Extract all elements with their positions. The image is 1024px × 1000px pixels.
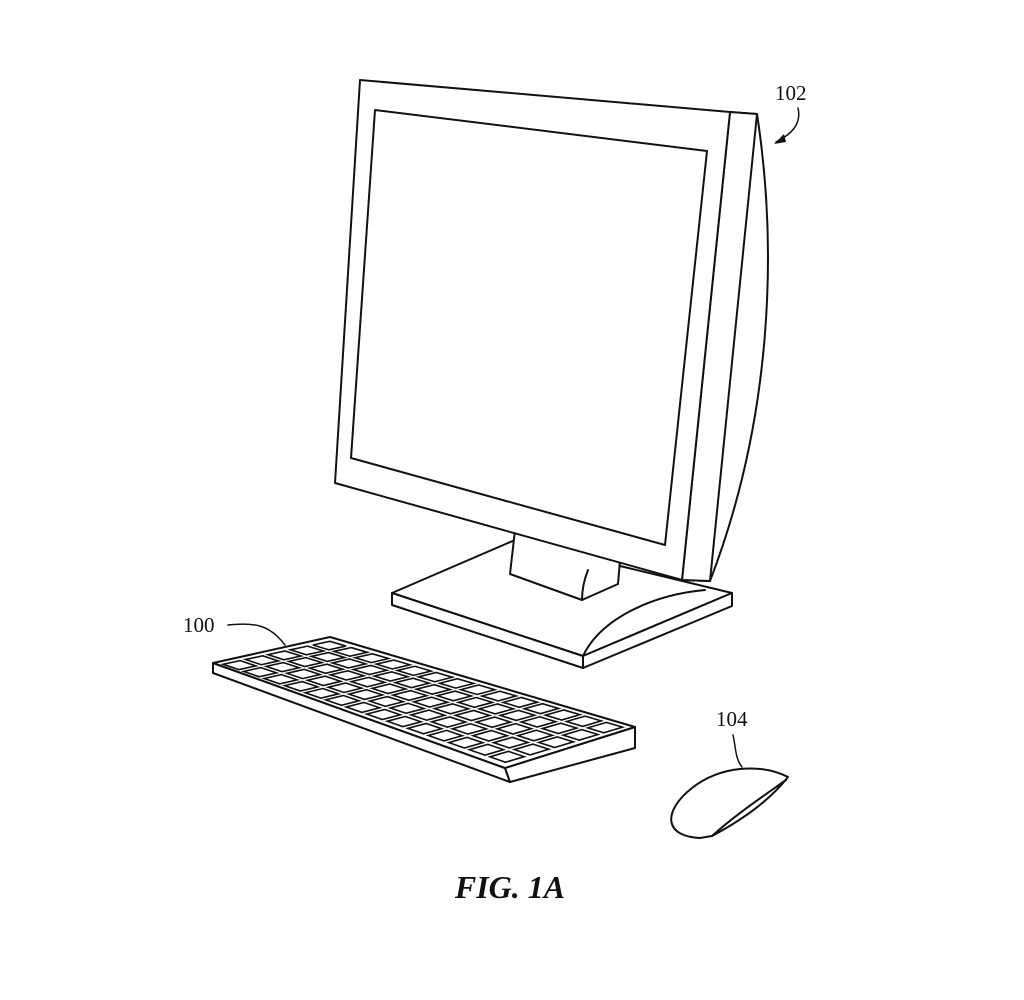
key bbox=[304, 675, 344, 687]
key bbox=[479, 690, 520, 702]
key bbox=[518, 715, 559, 728]
monitor-base bbox=[391, 539, 733, 669]
key bbox=[373, 659, 413, 670]
key bbox=[457, 684, 498, 696]
base-front-right bbox=[582, 592, 733, 669]
mouse bbox=[670, 767, 789, 839]
key bbox=[487, 750, 527, 764]
key bbox=[306, 663, 346, 675]
key bbox=[452, 709, 493, 722]
key bbox=[350, 664, 390, 676]
figure-caption: FIG. 1A bbox=[454, 869, 565, 905]
leader-keyboard bbox=[227, 623, 286, 646]
key bbox=[434, 690, 475, 702]
key bbox=[500, 696, 541, 709]
monitor bbox=[334, 79, 769, 582]
label-monitor: 102 bbox=[775, 81, 807, 105]
key bbox=[476, 703, 517, 715]
key bbox=[536, 736, 577, 749]
key bbox=[413, 683, 454, 696]
label-keyboard: 100 bbox=[183, 613, 215, 637]
key bbox=[415, 671, 456, 683]
key bbox=[343, 701, 383, 714]
key bbox=[387, 702, 427, 715]
label-mouse: 104 bbox=[716, 707, 748, 731]
key bbox=[285, 656, 325, 668]
key bbox=[348, 676, 388, 688]
base-curve bbox=[582, 589, 706, 657]
key bbox=[491, 736, 531, 749]
key bbox=[281, 680, 321, 692]
key bbox=[521, 702, 562, 715]
key bbox=[242, 654, 282, 666]
key bbox=[327, 669, 367, 681]
key bbox=[308, 651, 348, 663]
key bbox=[563, 715, 605, 728]
key bbox=[425, 729, 465, 742]
key bbox=[322, 694, 362, 707]
key bbox=[287, 645, 327, 656]
key bbox=[455, 696, 496, 709]
mouse-edge bbox=[711, 779, 787, 837]
key bbox=[369, 683, 409, 695]
key bbox=[497, 709, 538, 722]
key bbox=[325, 682, 365, 694]
mouse-body bbox=[670, 767, 789, 839]
key bbox=[366, 695, 407, 708]
key bbox=[494, 722, 535, 735]
key bbox=[446, 736, 486, 749]
key bbox=[405, 722, 445, 735]
key bbox=[261, 673, 301, 685]
arrow-monitor bbox=[775, 107, 800, 143]
key bbox=[264, 650, 305, 661]
key bbox=[511, 743, 552, 756]
monitor-screen bbox=[350, 109, 708, 546]
key bbox=[473, 716, 514, 729]
key bbox=[329, 658, 369, 669]
key bbox=[220, 659, 259, 671]
key bbox=[302, 687, 342, 700]
arrowhead-icon bbox=[774, 134, 786, 144]
key bbox=[584, 721, 626, 734]
key bbox=[515, 729, 556, 742]
key bbox=[542, 709, 583, 721]
key bbox=[330, 646, 371, 658]
key bbox=[436, 677, 477, 689]
key bbox=[428, 716, 469, 728]
key bbox=[466, 743, 507, 756]
leader-mouse bbox=[732, 734, 743, 768]
key bbox=[351, 652, 392, 664]
key bbox=[312, 640, 347, 651]
key bbox=[431, 703, 472, 715]
key bbox=[384, 715, 424, 728]
key bbox=[390, 689, 430, 702]
neck-edge bbox=[581, 569, 589, 601]
key bbox=[449, 722, 490, 735]
key bbox=[364, 708, 404, 721]
key bbox=[346, 688, 386, 701]
key bbox=[371, 671, 411, 682]
key bbox=[263, 661, 303, 673]
key bbox=[410, 696, 451, 708]
keyboard bbox=[212, 636, 636, 783]
key bbox=[408, 709, 448, 722]
key bbox=[394, 665, 435, 677]
key bbox=[539, 722, 580, 735]
keyboard-keys bbox=[220, 640, 626, 764]
key bbox=[240, 666, 280, 678]
key bbox=[470, 729, 510, 742]
key bbox=[392, 677, 433, 689]
key bbox=[560, 728, 601, 741]
key bbox=[283, 668, 323, 680]
